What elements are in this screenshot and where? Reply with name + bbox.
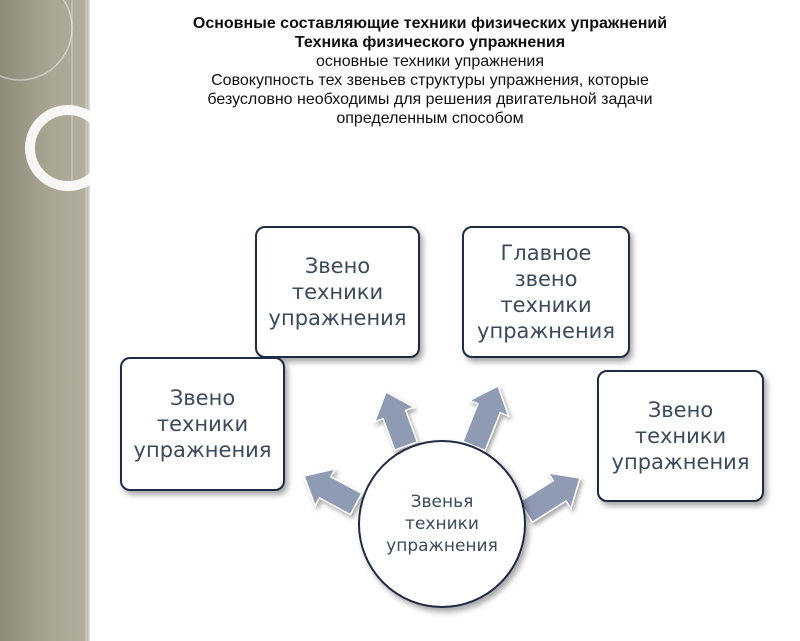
slide-subtitle: Техника физического упражнения (294, 34, 566, 51)
node-top-right-main: Главное звено техники упражнения (462, 226, 630, 358)
slide-header: Основные составляющие техники физических… (100, 14, 760, 128)
decorative-side-panel (0, 0, 90, 641)
node-top-left: Звено техники упражнения (255, 226, 420, 358)
definition-line-3: определенным способом (336, 110, 524, 127)
slide-title: Основные составляющие техники физических… (192, 15, 668, 32)
side-panel-edge (86, 0, 90, 641)
definition-line-2: безусловно необходимы для решения двигат… (207, 91, 653, 108)
center-node: Звенья техники упражнения (358, 440, 526, 608)
node-left: Звено техники упражнения (120, 357, 285, 491)
arrow-to-top-right (461, 384, 510, 452)
definition-term: основные техники упражнения (316, 53, 544, 70)
arrow-to-top-left (373, 390, 419, 452)
node-right: Звено техники упражнения (597, 370, 764, 502)
definition-line-1: Совокупность тех звеньев структуры упраж… (211, 72, 649, 89)
arrow-to-left (302, 467, 363, 516)
arrow-to-right (518, 471, 581, 524)
